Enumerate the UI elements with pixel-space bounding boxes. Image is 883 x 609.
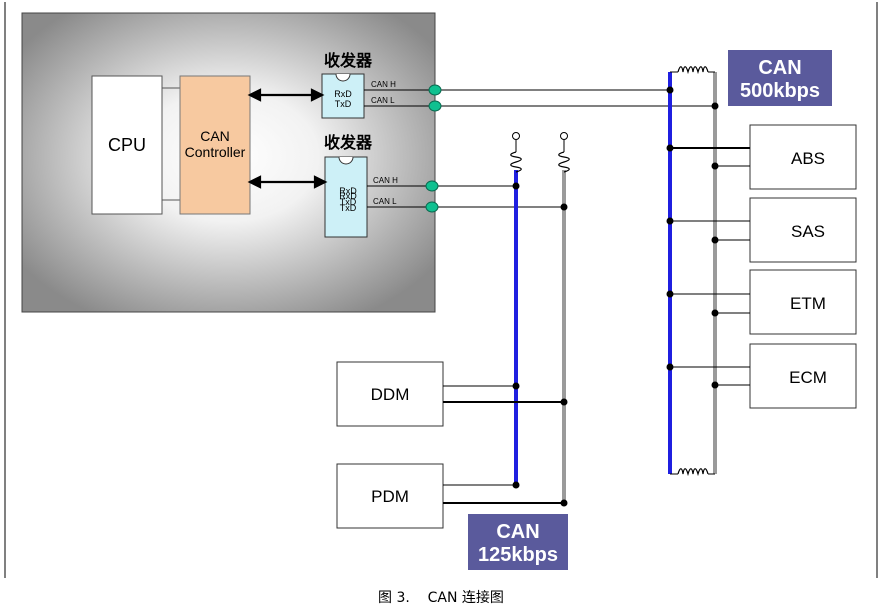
data-arrows xyxy=(247,88,328,189)
network-label-line2: 125kbps xyxy=(478,544,558,566)
network-label-500kbps: CAN 500kbps xyxy=(728,50,832,106)
slow-can-bus xyxy=(510,132,570,500)
node-etm: ETM xyxy=(670,269,857,335)
cpu-label: CPU xyxy=(108,135,146,155)
can-l-label: CAN L xyxy=(371,96,395,105)
node-ecm: ECM xyxy=(670,343,857,409)
txd-label: TxD xyxy=(340,197,357,207)
node-label: DDM xyxy=(371,385,410,404)
node-label: PDM xyxy=(371,487,409,506)
txd-label: TxD xyxy=(335,99,352,109)
can-h-label: CAN H xyxy=(371,80,396,89)
controller-label-line2: Controller xyxy=(185,144,246,160)
network-label-line1: CAN xyxy=(758,57,801,79)
can-l-label: CAN L xyxy=(373,197,397,206)
node-abs: ABS xyxy=(670,124,857,190)
fast-can-bus xyxy=(668,66,717,477)
inductor-coil-icon xyxy=(510,151,522,173)
controller-label-line1: CAN xyxy=(200,128,230,144)
junction-markers xyxy=(425,84,442,213)
wire-junction-dots xyxy=(666,86,719,389)
termination-icon xyxy=(560,132,568,140)
node-label: ECM xyxy=(789,368,827,387)
node-ddm: DDM xyxy=(336,361,564,427)
rxd-label: RxD xyxy=(339,186,357,196)
can-controller-block xyxy=(179,75,251,215)
inductor-coil-icon xyxy=(677,66,709,75)
inductor-coil-icon xyxy=(558,151,570,173)
transceiver-bottom xyxy=(324,156,368,238)
transceiver-notch xyxy=(335,73,351,82)
node-label: ETM xyxy=(790,294,826,313)
termination-icon xyxy=(512,132,520,140)
transceiver-title-top: 收发器 xyxy=(324,51,373,70)
node-label: SAS xyxy=(791,222,825,241)
rxd-label: RxD xyxy=(339,191,357,201)
can-h-label: CAN H xyxy=(373,176,398,185)
figure-caption: 图 3. CAN 连接图 xyxy=(378,589,504,606)
node-label: ABS xyxy=(791,149,825,168)
rxd-label: RxD xyxy=(334,89,352,99)
transceiver-notch xyxy=(338,156,354,165)
cpu-block xyxy=(91,75,163,215)
network-label-line2: 500kbps xyxy=(740,80,820,102)
txd-label: TxD xyxy=(340,203,357,213)
node-pdm: PDM xyxy=(336,463,564,529)
transceiver-title-bottom: 收发器 xyxy=(324,133,373,152)
wire-junction-dots xyxy=(512,182,568,507)
network-label-line1: CAN xyxy=(496,521,539,543)
inductor-coil-icon xyxy=(677,468,709,477)
ecu-module: CPU CAN Controller 收发器 收发器 RxD TxD RxD R… xyxy=(21,12,436,313)
network-label-125kbps: CAN 125kbps xyxy=(468,514,568,570)
node-sas: SAS xyxy=(670,197,857,263)
